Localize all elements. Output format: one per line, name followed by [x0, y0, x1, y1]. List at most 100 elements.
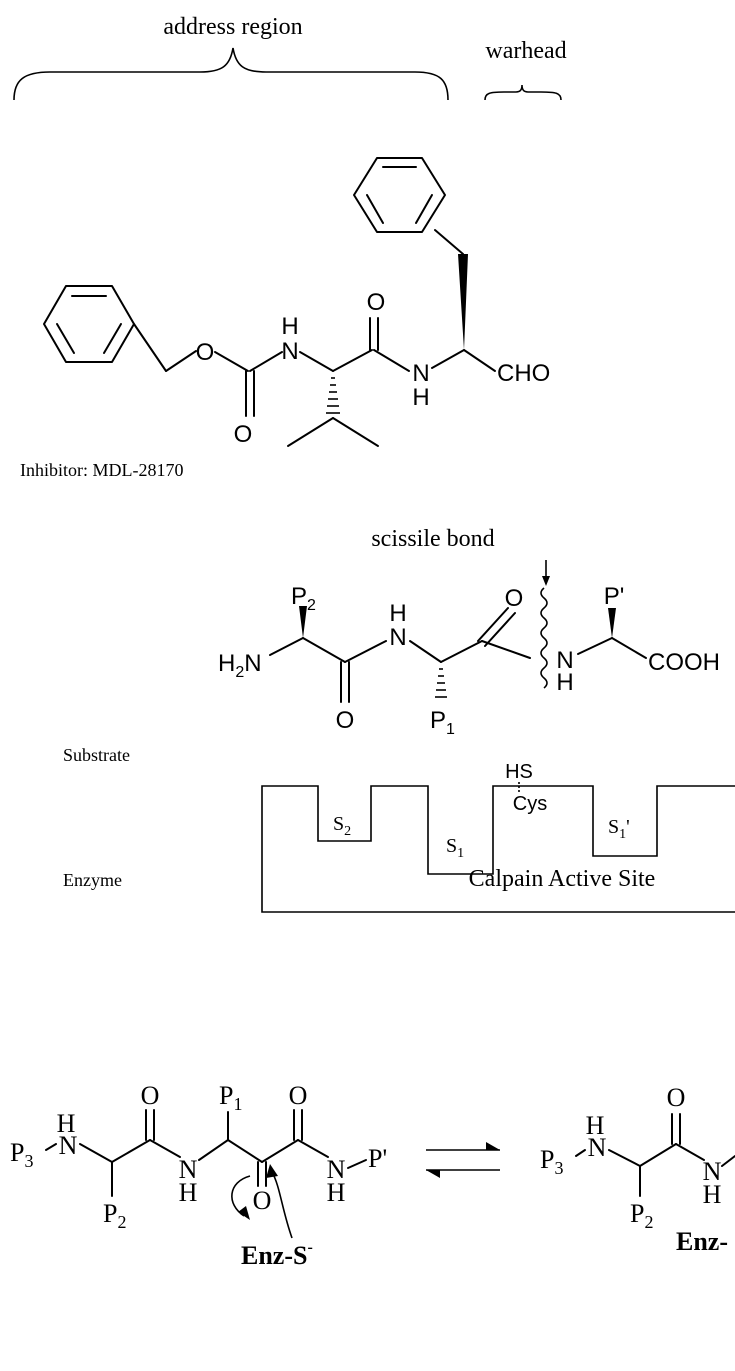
phenyl-ring [353, 157, 446, 233]
atom-cooh: COOH [648, 649, 720, 676]
enz-s-text: Enz-S [241, 1241, 307, 1270]
atom-n1-right: N [588, 1133, 607, 1162]
bond-n2-cut-right [721, 1155, 735, 1167]
inhibitor-caption: Inhibitor: MDL-28170 [20, 460, 184, 480]
mechanism-left-structure: P3 H N P2 O N H P1 O O N H P' [10, 1081, 387, 1239]
atom-h2: H [556, 669, 573, 696]
atom-o1: O [336, 707, 355, 734]
bond-ring-ch2 [133, 323, 167, 372]
warhead-label: warhead [485, 38, 566, 64]
atom-o2: O [505, 585, 524, 612]
active-site-label: Calpain Active Site [469, 866, 656, 892]
bond-o-c [214, 351, 249, 372]
hashed-bond-p1 [435, 668, 447, 698]
bond-ck-c3-left [261, 1139, 299, 1163]
atom-o-ester: O [196, 339, 215, 366]
enz-partial-right: Enz- [676, 1227, 728, 1256]
bond-n1-ca-left [79, 1143, 113, 1163]
bond-ch2-o [165, 350, 197, 372]
cys-label: Cys [513, 793, 547, 815]
s1p-s: S [608, 816, 619, 838]
substrate-structure: H2N P2 O H N P1 O N [218, 583, 720, 738]
enzyme-thiolate: Enz-S- [241, 1239, 313, 1270]
bond-ca2-ck-left [227, 1139, 263, 1163]
bond-c2-o2-b [484, 612, 516, 647]
p2-left-subscript: 2 [117, 1212, 126, 1232]
bond-ca-cho [463, 349, 496, 372]
bond-c-n2 [373, 349, 410, 372]
atom-p2-right: P2 [630, 1199, 653, 1232]
h2n-subscript: 2 [235, 664, 244, 681]
p2-p: P [291, 583, 307, 610]
p2-left-p: P [103, 1199, 117, 1228]
bond-ca-c1-left [111, 1139, 151, 1163]
atom-o2-left: O [289, 1081, 308, 1110]
s2-subscript: 2 [344, 824, 351, 839]
p2-subscript: 2 [307, 597, 316, 614]
p2-right-subscript: 2 [644, 1212, 653, 1232]
atom-h1-right: H [586, 1111, 605, 1140]
enzyme-caption: Enzyme [63, 870, 122, 890]
hashed-bond-valine [326, 377, 340, 414]
atom-n1: N [389, 624, 406, 651]
bond-c3-n3-left [297, 1139, 329, 1158]
bond-c2-n2 [481, 640, 531, 659]
curved-arrow-nucleophile [271, 1171, 293, 1239]
bond-p3-n1-right [575, 1149, 586, 1157]
atom-h1-left: H [57, 1109, 76, 1138]
bond-n2-ca2-left [198, 1139, 229, 1161]
bond-ca-c [332, 349, 373, 372]
p3-left-p: P [10, 1138, 24, 1167]
atom-h-1: H [281, 313, 298, 340]
atom-h2n: H2N [218, 650, 262, 681]
bond-c2-o2-a [477, 607, 509, 642]
s1-s: S [446, 835, 457, 857]
scissile-bond-label: scissile bond [371, 526, 494, 552]
bond-isopropyl-b [332, 417, 379, 447]
equilibrium-arrows [426, 1142, 500, 1178]
atom-p1: P1 [430, 707, 455, 738]
s1p-prime: ' [626, 816, 630, 838]
bond-c-n1 [249, 351, 283, 372]
bond-n2-ca [431, 349, 465, 369]
atom-p2: P2 [291, 583, 316, 614]
atom-p3-right: P3 [540, 1145, 563, 1178]
p1-p: P [430, 707, 446, 734]
atom-pprime: P' [604, 583, 625, 610]
wedge-bond-pprime [608, 608, 616, 638]
bond-n3-pprime-left [347, 1159, 367, 1169]
mechanism-right-structure: P3 H N P2 O N H Enz- [540, 1083, 735, 1256]
atom-n3-left: N [327, 1155, 346, 1184]
bond-c1-n1 [344, 640, 387, 663]
h2n-h: H [218, 650, 235, 677]
h2n-n: N [244, 650, 261, 677]
bond-n1-ca2 [409, 640, 442, 663]
wedge-bond-p2 [299, 606, 307, 638]
atom-n2-right: N [703, 1157, 722, 1186]
atom-n2: N [556, 647, 573, 674]
inhibitor-structure: O O H N O N H [43, 157, 550, 448]
atom-cho: CHO [497, 360, 550, 387]
bond-n1-ca-right [608, 1149, 641, 1167]
active-site-outline [261, 785, 735, 913]
p2-right-p: P [630, 1199, 644, 1228]
bond-ch2-ring [434, 229, 464, 255]
bond-ca2-c2 [440, 640, 483, 663]
atom-n1-left: N [59, 1131, 78, 1160]
atom-h-2: H [412, 384, 429, 411]
atom-o-carbamate: O [234, 421, 253, 448]
bond-n1-ca [299, 351, 334, 372]
s1p-subscript: 1 [619, 827, 626, 842]
p1-subscript: 1 [446, 721, 455, 738]
atom-p2-left: P2 [103, 1199, 126, 1232]
atom-o1-right: O [667, 1083, 686, 1112]
wedge-bond-phe [458, 254, 468, 350]
atom-n-2: N [412, 360, 429, 387]
atom-pprime-left: P' [368, 1144, 387, 1173]
atom-o-keto-left: O [253, 1186, 272, 1215]
warhead-brace [484, 84, 562, 101]
bond-isopropyl-a [287, 417, 334, 447]
bond-n-ca [269, 637, 304, 656]
